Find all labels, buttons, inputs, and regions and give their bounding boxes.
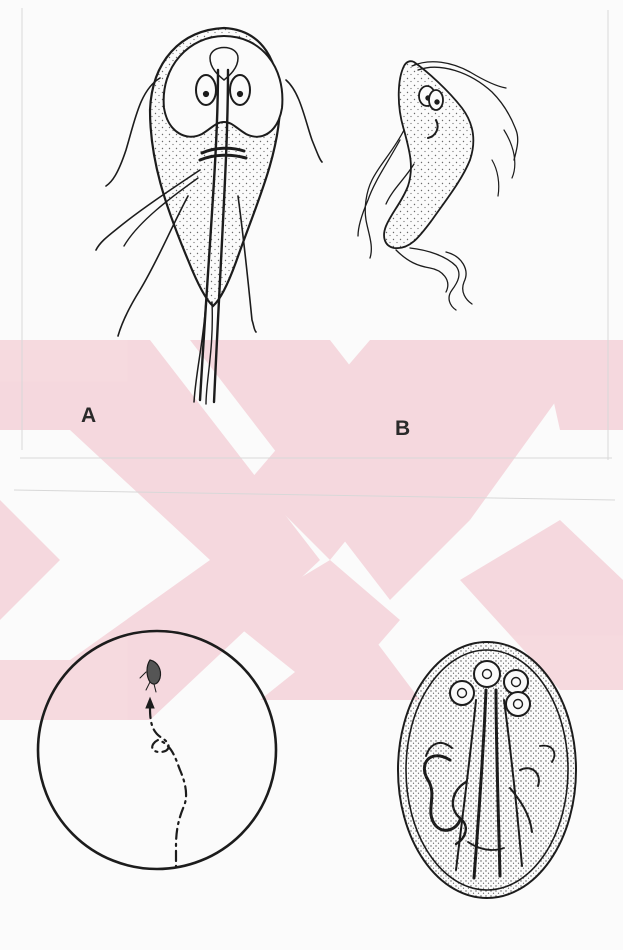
cyst-drawing [398, 642, 576, 898]
trophozoite-lateral-drawing [358, 61, 518, 310]
motility-diagram [38, 631, 276, 869]
panel-label-a: A [81, 404, 96, 428]
panel-label-b: B [395, 417, 410, 441]
